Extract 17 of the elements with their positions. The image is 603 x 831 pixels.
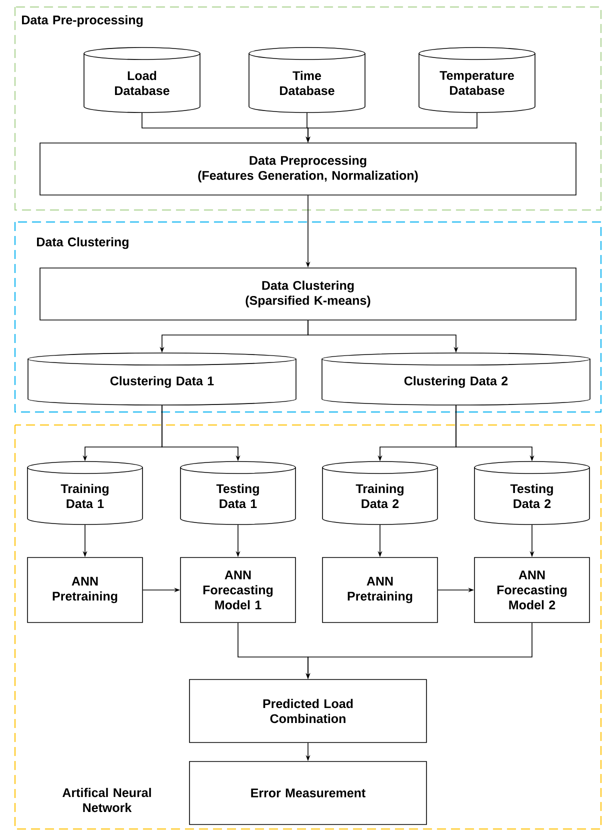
database-cylinder: Testing Data 2	[474, 461, 590, 525]
database-cylinder: Load Database	[84, 47, 200, 113]
database-cylinder: Testing Data 1	[180, 461, 296, 525]
database-cylinder: Training Data 2	[322, 461, 438, 525]
process-box: Error Measurement	[189, 761, 427, 825]
database-cylinder: Clustering Data 2	[322, 352, 590, 406]
database-cylinder: Temperature Database	[418, 47, 536, 113]
database-cylinder: Training Data 1	[27, 461, 143, 525]
process-box: ANN Forecasting Model 1	[180, 557, 296, 623]
process-box: Data Preprocessing (Features Generation, Normalization)	[40, 142, 576, 196]
process-box: Predicted Load Combination	[189, 679, 427, 743]
database-cylinder: Time Database	[248, 47, 366, 113]
database-cylinder: Clustering Data 1	[28, 352, 296, 406]
process-box: ANN Forecasting Model 2	[474, 557, 590, 623]
process-box: Data Clustering (Sparsified K-means)	[40, 268, 576, 320]
process-box: ANN Pretraining	[322, 557, 438, 623]
process-box: ANN Pretraining	[27, 557, 143, 623]
